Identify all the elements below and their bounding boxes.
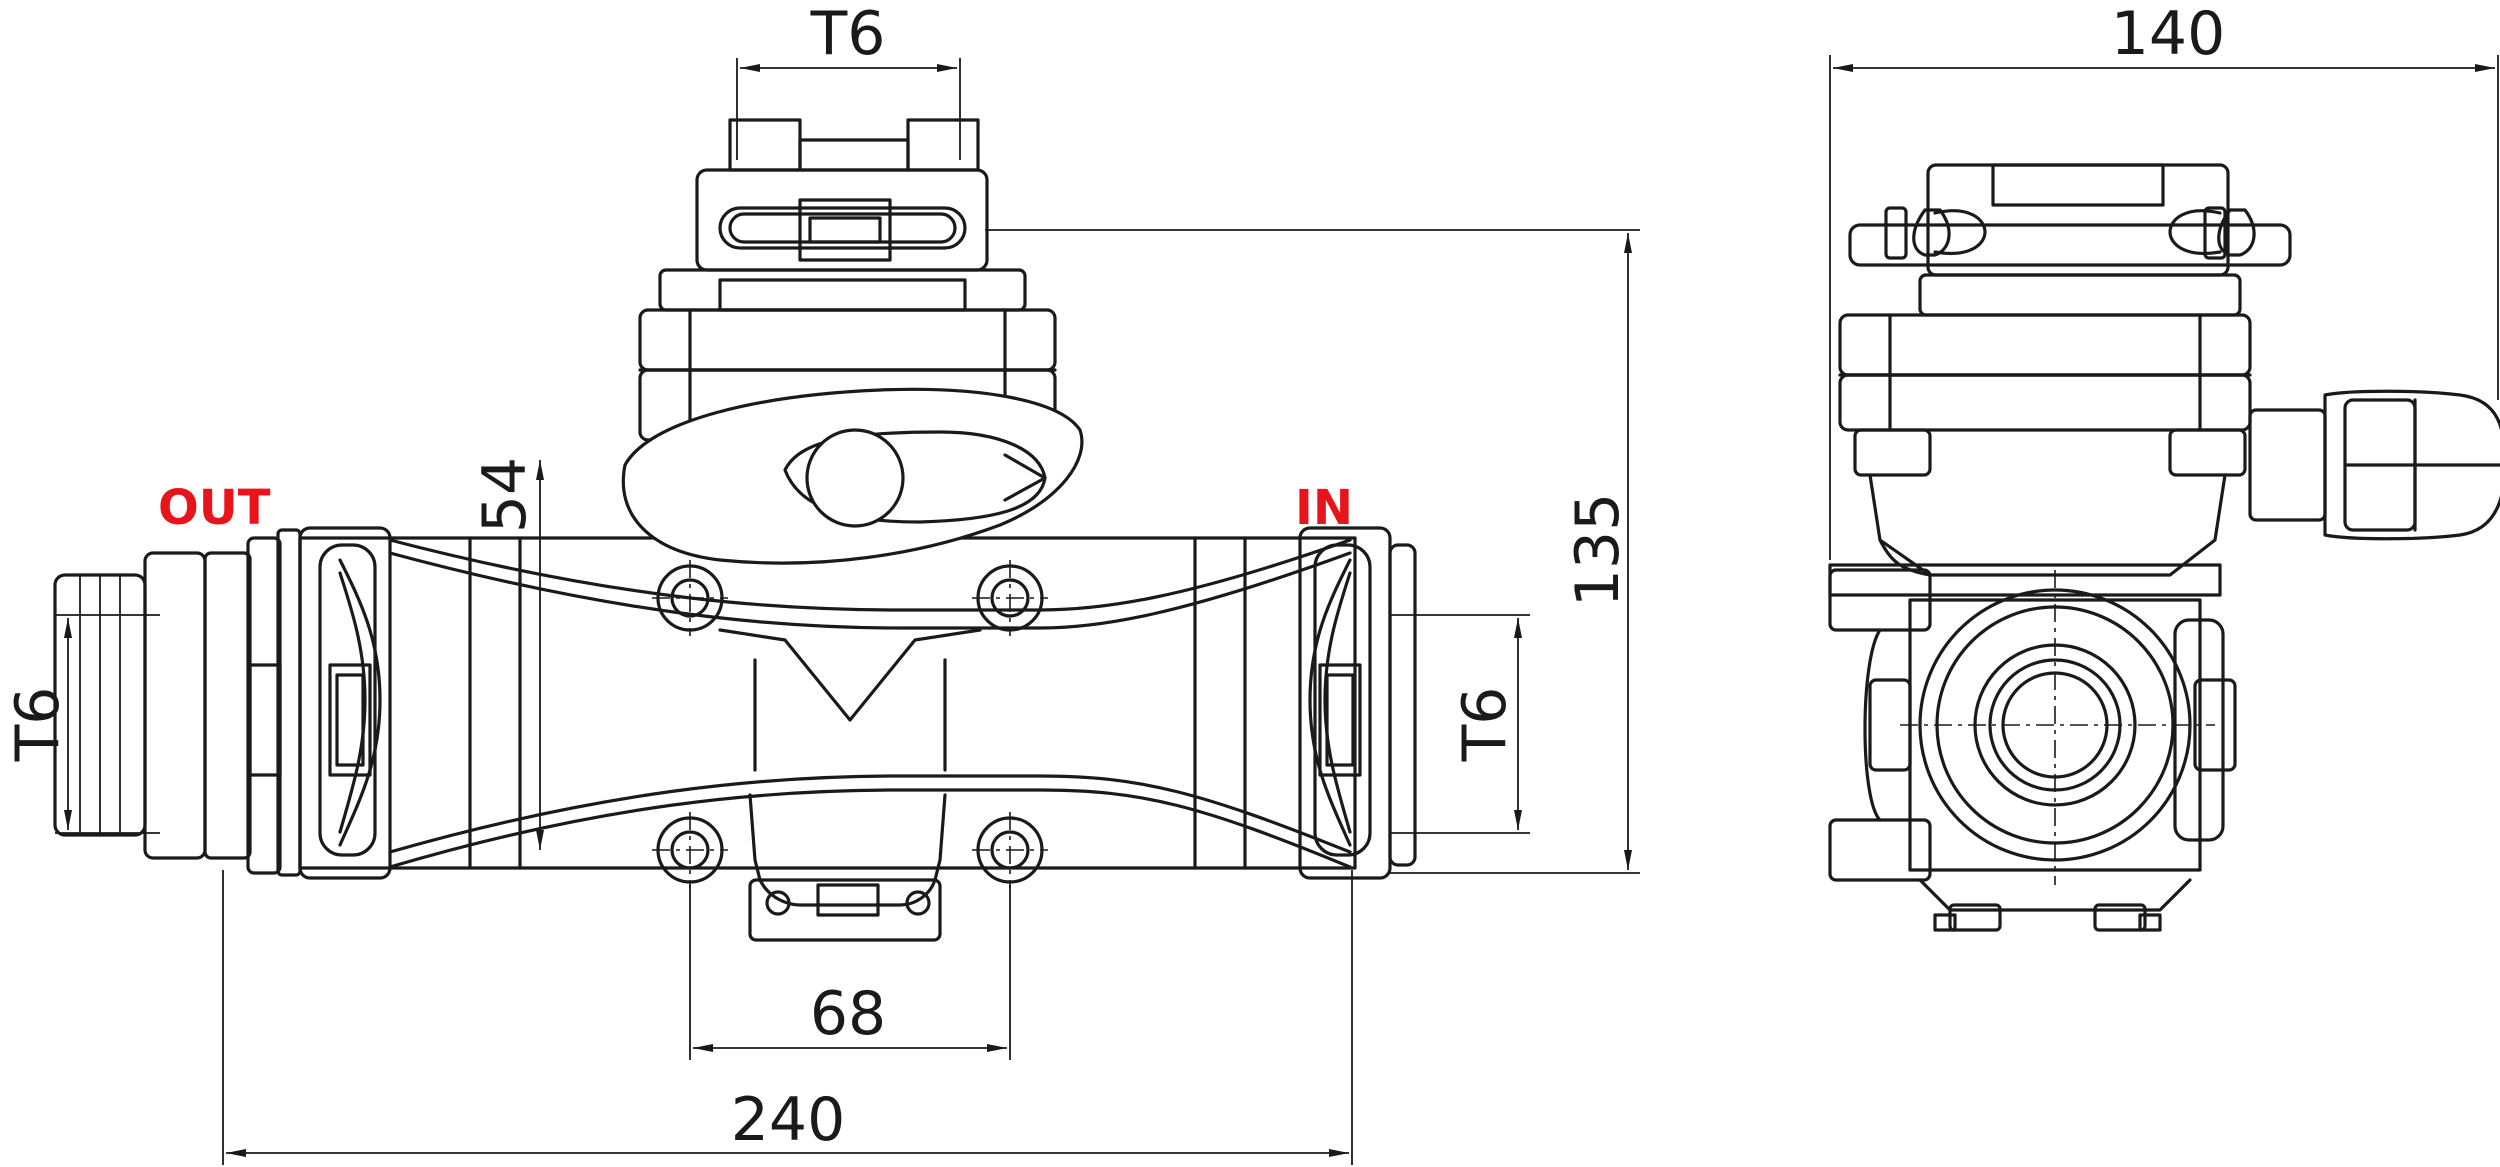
right-clamp bbox=[1298, 526, 1417, 880]
mounting-bolts bbox=[656, 564, 1044, 884]
dim-outlet-thread: T6 bbox=[3, 687, 73, 763]
side-actuator bbox=[2248, 389, 2500, 541]
dim-inlet-thread: T6 bbox=[1450, 687, 1520, 763]
dim-overall-height: 135 bbox=[1563, 493, 1633, 608]
drain-assembly bbox=[718, 628, 982, 942]
dim-mount-spacing: 68 bbox=[810, 979, 886, 1049]
dim-flange-height: 54 bbox=[470, 457, 540, 533]
front-center-lines bbox=[652, 560, 1048, 888]
side-body bbox=[1838, 273, 2252, 577]
side-center-lines bbox=[1900, 570, 2215, 885]
dim-overall-length: 240 bbox=[731, 1085, 846, 1155]
main-body bbox=[298, 536, 1357, 870]
side-pipe bbox=[1828, 563, 2237, 932]
side-dimensions: 140 bbox=[1829, 0, 2499, 560]
dim-side-width: 140 bbox=[2111, 0, 2226, 69]
dim-top-thread: T6 bbox=[810, 0, 886, 69]
side-top-cap bbox=[1848, 163, 2292, 277]
valve-lever bbox=[621, 387, 1084, 565]
valve-housing bbox=[638, 118, 1057, 442]
front-view bbox=[53, 118, 1417, 942]
outlet-coupling bbox=[53, 536, 282, 875]
inlet-label: IN bbox=[1295, 480, 1353, 536]
front-dimensions: T6 T6 T6 54 68 240 135 bbox=[3, 0, 1640, 1165]
side-view bbox=[1828, 163, 2500, 932]
outlet-label: OUT bbox=[158, 480, 271, 536]
left-clamp bbox=[276, 526, 392, 880]
